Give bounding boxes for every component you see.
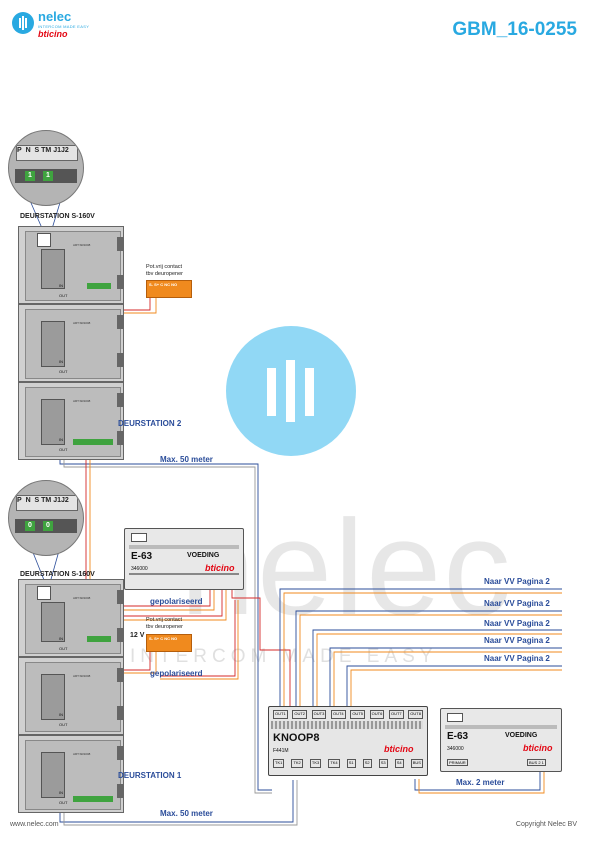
psu-model: E-63	[447, 731, 469, 742]
relay-contact-bottom: S- S+ C NC NO	[146, 634, 192, 652]
jumper-marker-3: 0	[25, 521, 35, 531]
naar-vv-3: Naar VV Pagina 2	[484, 619, 550, 628]
module-2: ART.SR1008 IN OUT	[18, 304, 124, 382]
naar-vv-5: Naar VV Pagina 2	[484, 654, 550, 663]
jumper-marker-1: 1	[25, 171, 35, 181]
psu-part: 346000	[131, 566, 148, 572]
knoop8-distributor: OUT1 OUT2 OUT3 OUT4 OUT5 OUT6 OUT7 OUT8 …	[268, 706, 428, 776]
relay-terminals: S- S+ C NC NO	[149, 636, 178, 641]
knoop-name: KNOOP8	[273, 732, 320, 744]
module-in-label: IN	[59, 790, 63, 795]
module-out-label: OUT	[59, 646, 68, 651]
module-1: ART.SR1008 IN OUT	[18, 579, 124, 657]
document-code: GBM_16-0255	[452, 19, 577, 40]
psu-voeding: VOEDING	[187, 552, 220, 559]
nelec-logo	[12, 12, 34, 34]
psu-model: E-63	[131, 551, 153, 562]
max-2-meter: Max. 2 meter	[456, 778, 505, 787]
module-article: ART.SR1008	[73, 243, 91, 247]
terminal-labels-top: P N S TM J1J2	[17, 147, 69, 154]
relay-contact-top: S- S+ C NC NO	[146, 280, 192, 298]
module-article: ART.SR1008	[73, 321, 91, 325]
psu-part: 346000	[447, 746, 464, 752]
brand-name: nelec	[38, 9, 72, 24]
knoop-out-terminals: OUT1 OUT2 OUT3 OUT4 OUT5 OUT6 OUT7 OUT8	[273, 710, 423, 719]
psu-brand: bticino	[205, 563, 235, 573]
logo-bars-icon	[19, 16, 27, 30]
relay-terminals: S- S+ C NC NO	[149, 282, 178, 287]
knoop-in-terminals: TK1 TK2 TK3 TK4 S1 S2 S3 S4 BUS	[273, 759, 423, 768]
terminal-strip	[73, 439, 113, 445]
module-in-label: IN	[59, 359, 63, 364]
terminal-strip	[73, 796, 113, 802]
door-station-label-2: DEURSTATION 2	[118, 419, 182, 428]
jumper-marker-2: 1	[43, 171, 53, 181]
knoop-brand: bticino	[384, 744, 414, 754]
terminal-labels-bottom: P N S TM J1J2	[17, 497, 69, 504]
psu-primair: PRIMAIR	[447, 759, 468, 766]
door-station-title-bottom: DEURSTATION S-160V	[20, 571, 95, 578]
module-in-label: IN	[59, 283, 63, 288]
module-1: ART.SR1008 IN OUT	[18, 226, 124, 304]
brand-tagline: INTERCOM MADE EASY	[38, 24, 90, 29]
module-out-label: OUT	[59, 800, 68, 805]
module-3: ART.SR1008 IN OUT	[18, 382, 124, 460]
module-out-label: OUT	[59, 722, 68, 727]
jumper-marker-4: 0	[43, 521, 53, 531]
psu-right: E-63 VOEDING 346000 bticino PRIMAIR BUS …	[440, 708, 562, 772]
door-station-label-1: DEURSTATION 1	[118, 771, 182, 780]
knoop-code: F441M	[273, 748, 289, 754]
module-2: ART.SR1008 IN OUT	[18, 657, 124, 735]
footer-copyright: Copyright Nelec BV	[515, 821, 577, 828]
voltage-label: 12 V	[130, 632, 145, 639]
terminal-magnifier-top: P N S TM J1J2 1 1	[8, 130, 84, 206]
module-in-label: IN	[59, 636, 63, 641]
watermark-bars-icon	[267, 360, 314, 422]
psu-bus-terminals: BUS 2 1	[527, 759, 546, 766]
module-out-label: OUT	[59, 293, 68, 298]
module-article: ART.SR1008	[73, 399, 91, 403]
module-in-label: IN	[59, 712, 63, 717]
max-50-meter-top: Max. 50 meter	[160, 455, 213, 464]
module-in-label: IN	[59, 437, 63, 442]
terminal-strip	[87, 636, 111, 642]
polarized-label-1: gepolariseerd	[150, 597, 203, 606]
naar-vv-1: Naar VV Pagina 2	[484, 577, 550, 586]
door-station-title-top: DEURSTATION S-160V	[20, 213, 95, 220]
naar-vv-2: Naar VV Pagina 2	[484, 599, 550, 608]
module-out-label: OUT	[59, 369, 68, 374]
psu-brand: bticino	[523, 743, 553, 753]
max-50-meter-bottom: Max. 50 meter	[160, 809, 213, 818]
module-article: ART.SR1008	[73, 596, 91, 600]
module-out-label: OUT	[59, 447, 68, 452]
terminal-strip	[87, 283, 111, 289]
psu-left: E-63 VOEDING 346000 bticino	[124, 528, 244, 590]
footer-url: www.nelec.com	[10, 821, 59, 828]
psu-voeding: VOEDING	[505, 732, 538, 739]
terminal-magnifier-bottom: P N S TM J1J2 0 0	[8, 480, 84, 556]
module-3: ART.SR1008 IN OUT	[18, 735, 124, 813]
door-station-1: ART.SR1008 IN OUT ART.SR1008 IN OUT ART.…	[18, 579, 124, 813]
module-article: ART.SR1008	[73, 752, 91, 756]
door-station-2: ART.SR1008 IN OUT ART.SR1008 IN OUT ART.…	[18, 226, 124, 460]
naar-vv-4: Naar VV Pagina 2	[484, 636, 550, 645]
watermark-tagline: INTERCOM MADE EASY	[130, 646, 438, 667]
module-article: ART.SR1008	[73, 674, 91, 678]
brand-sub: bticino	[38, 29, 68, 39]
polarized-label-2: gepolariseerd	[150, 669, 203, 678]
